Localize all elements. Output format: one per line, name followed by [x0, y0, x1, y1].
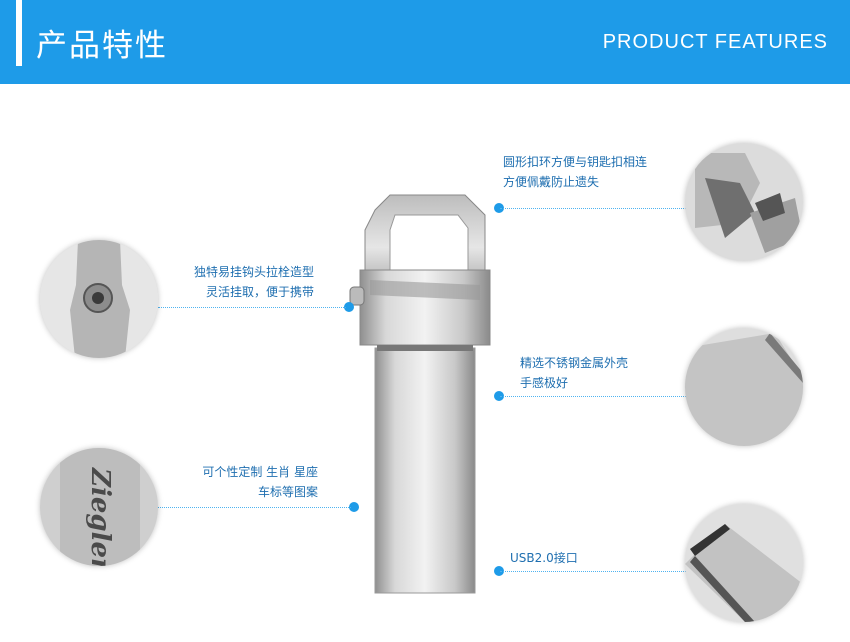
header-banner: 产品特性 PRODUCT FEATURES	[0, 0, 850, 84]
hook-pin-detail-image	[40, 240, 158, 358]
feature-ring-hook-text: 圆形扣环方便与钥匙扣相连 方便佩戴防止遗失	[503, 155, 648, 189]
feature-hook-shape-dot	[344, 302, 354, 312]
feature-usb-dot	[494, 566, 504, 576]
ring-hook-detail-image	[685, 143, 803, 261]
feature-hook-shape-line	[158, 307, 346, 308]
usb-drive-image	[340, 190, 500, 600]
usb-connector-detail-image	[685, 504, 803, 622]
feature-hook-shape-text: 独特易挂钩头拉栓造型 灵活挂取，便于携带	[193, 265, 314, 299]
banner-accent-bar	[16, 0, 22, 66]
feature-custom-line	[158, 507, 351, 508]
feature-steel-shell-dot	[494, 391, 504, 401]
feature-custom-dot	[349, 502, 359, 512]
engraving-detail-image: Ziegler	[40, 448, 158, 566]
feature-steel-shell-text: 精选不锈钢金属外壳 手感极好	[520, 356, 629, 390]
steel-shell-detail-image	[685, 328, 803, 446]
feature-usb-line	[500, 571, 688, 572]
engraving-text: Ziegler	[85, 467, 115, 566]
feature-steel-shell-line	[500, 396, 688, 397]
banner-title-cn: 产品特性	[36, 28, 168, 64]
banner-title-en: PRODUCT FEATURES	[602, 31, 828, 53]
feature-ring-hook-line	[500, 208, 688, 209]
feature-ring-hook-dot	[494, 203, 504, 213]
feature-usb-text: USB2.0接口	[510, 551, 578, 565]
feature-custom-text: 可个性定制 生肖 星座 车标等图案	[202, 465, 318, 499]
